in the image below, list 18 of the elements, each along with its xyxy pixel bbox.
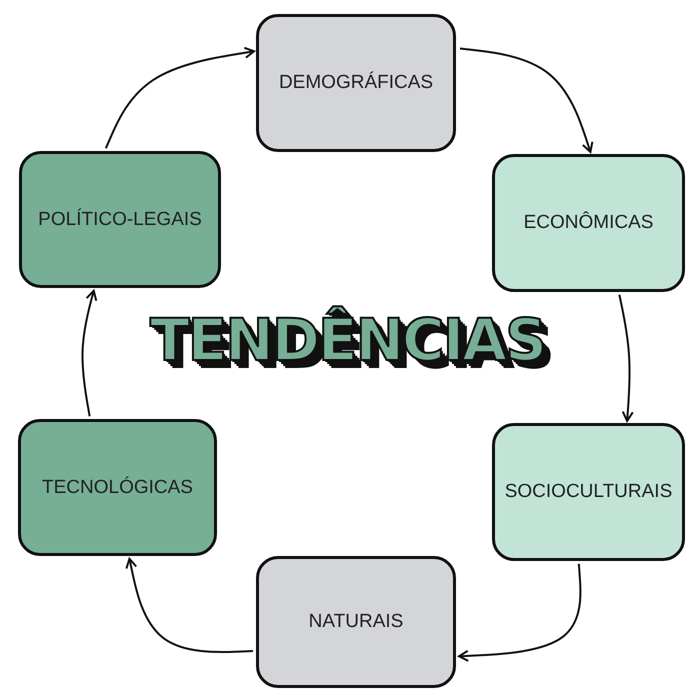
curved-arrow bbox=[618, 294, 634, 422]
curved-arrow bbox=[125, 558, 254, 654]
rounded-box bbox=[492, 423, 685, 561]
rounded-box bbox=[256, 556, 456, 688]
rounded-box bbox=[19, 151, 221, 288]
box-label: ECONÔMICAS bbox=[524, 212, 654, 234]
box-label: POLÍTICO-LEGAIS bbox=[38, 208, 202, 230]
box-label: SOCIOCULTURAIS bbox=[504, 481, 672, 503]
rounded-box bbox=[18, 419, 217, 556]
box-label: NATURAIS bbox=[308, 611, 404, 633]
curved-arrow bbox=[104, 46, 255, 149]
curved-arrow bbox=[460, 48, 594, 153]
rounded-box bbox=[256, 14, 456, 152]
box-label: TECNOLÓGICAS bbox=[42, 476, 193, 498]
box-label: DEMOGRÁFICAS bbox=[278, 72, 434, 94]
curved-arrow bbox=[82, 290, 98, 416]
curved-arrow bbox=[458, 564, 582, 662]
rounded-box bbox=[492, 154, 685, 292]
